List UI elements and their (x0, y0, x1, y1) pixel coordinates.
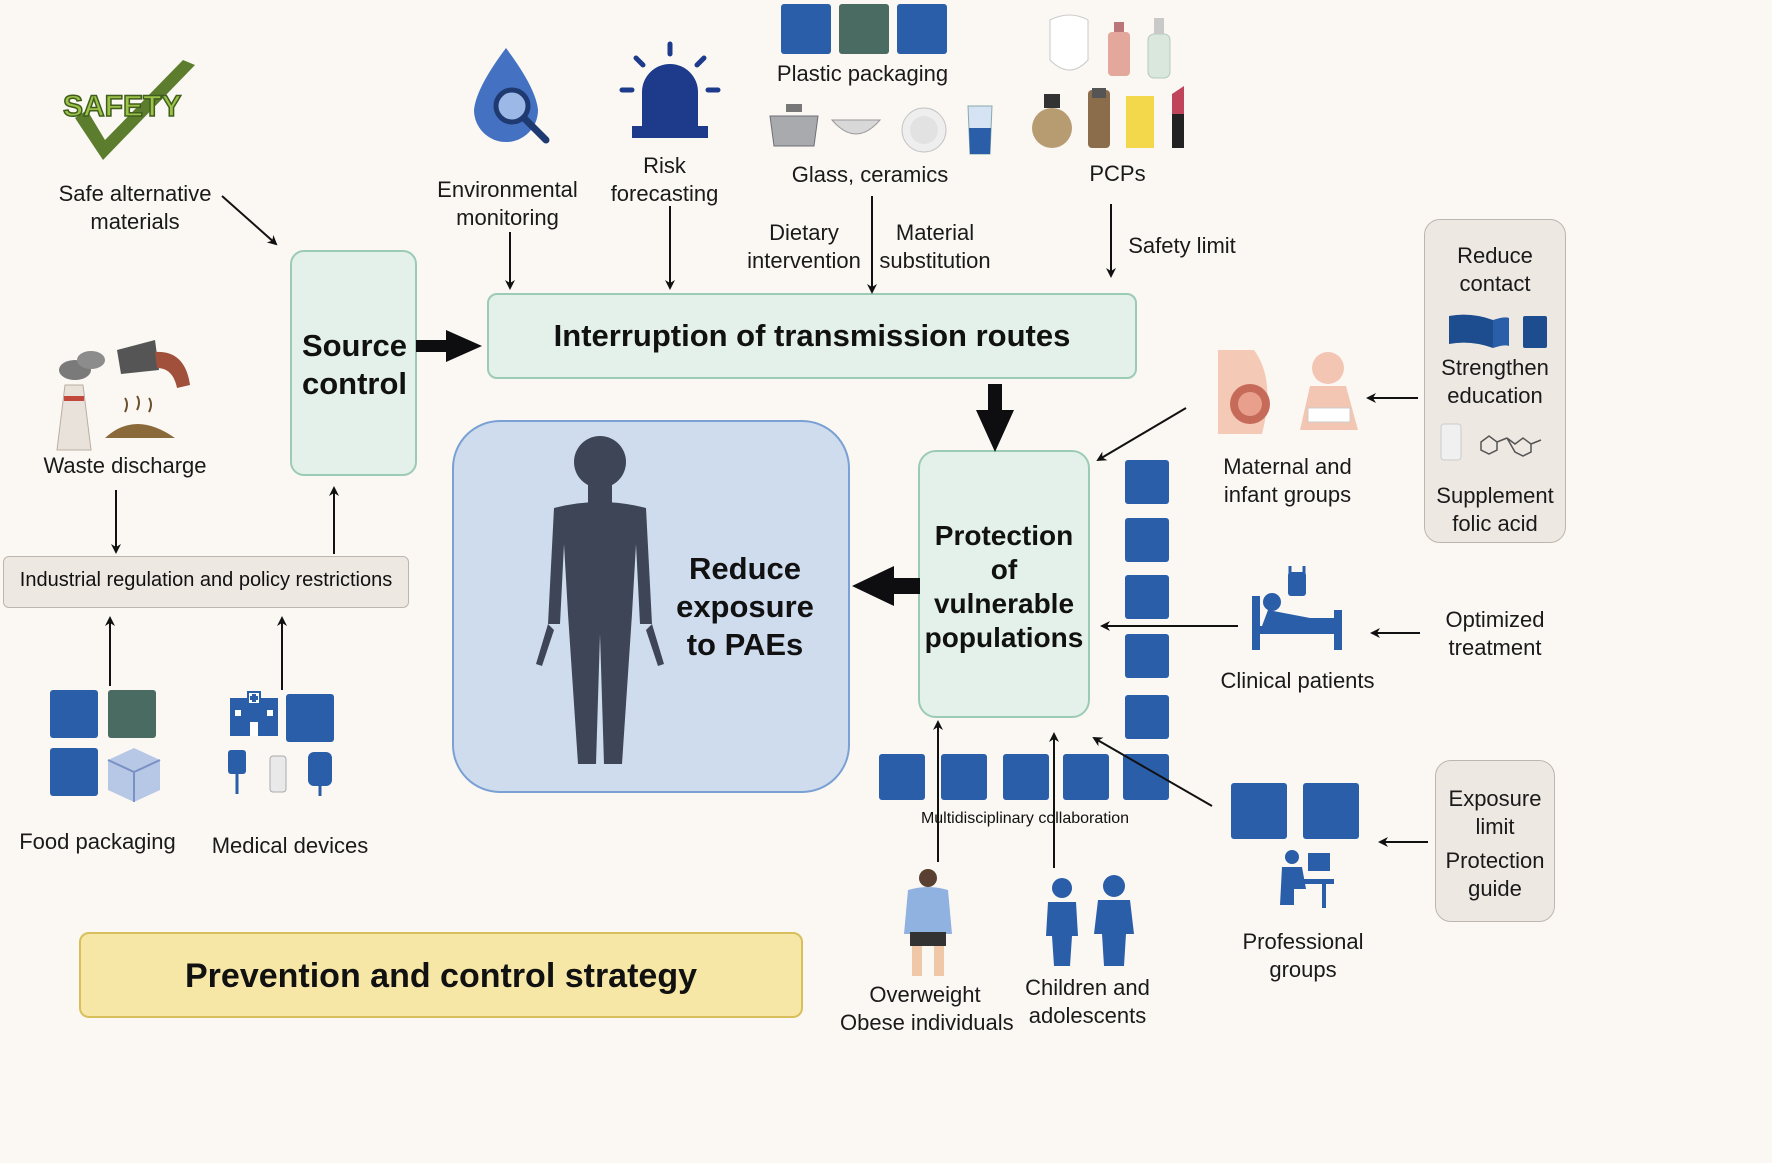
plastic-bottle-icon (897, 4, 947, 54)
arrow-interruption-to-protection (976, 384, 1014, 452)
children-icon (1046, 875, 1134, 966)
clinical-patients-label: Clinical patients (1220, 668, 1375, 693)
interruption-title: Interruption of transmission routes (553, 318, 1071, 353)
hospital-bed-icon (1252, 566, 1342, 650)
pcps-label: PCPs (1089, 161, 1146, 186)
orthopedics-icon (1125, 695, 1169, 739)
books-icon (1449, 314, 1547, 348)
hospital-icon (230, 691, 278, 736)
laboratory-icon (941, 754, 987, 800)
doctor-icon (1231, 783, 1287, 839)
office-worker-icon (1280, 850, 1334, 908)
safety-logo: SAFETY (55, 60, 205, 170)
fish-icon (108, 690, 156, 738)
nurse-icon (1303, 783, 1359, 839)
arrow-safe-alt-to-source (221, 195, 278, 246)
plastic-packaging-label: Plastic packaging (776, 61, 949, 86)
iv-drip-icon (286, 694, 334, 742)
obstetrics-icon (1125, 460, 1169, 504)
multidisciplinary-label: Multidisciplinary collaboration (920, 810, 1130, 827)
rehabilitation-icon (1123, 754, 1169, 800)
waste-discharge-label: Waste discharge (43, 453, 207, 478)
regulation-label: Industrial regulation and policy restric… (19, 569, 393, 591)
arrow-protection-to-center (852, 566, 920, 606)
maternal-infant-icon (1218, 350, 1358, 434)
surgery-tools-icon (1125, 518, 1169, 562)
ent-icon (879, 754, 925, 800)
medical-supplies-icon (228, 750, 332, 796)
safety-limit-label: Safety limit (1128, 233, 1236, 258)
factory-pollution-icon (56, 340, 190, 451)
pediatrics-icon (1125, 575, 1169, 619)
folic-acid-molecule-icon (1440, 423, 1542, 461)
footer-banner: Prevention and control strategy (79, 932, 803, 1018)
milk-carton-icon (50, 748, 98, 796)
food-packaging-label: Food packaging (19, 829, 176, 854)
footer-title: Prevention and control strategy (185, 957, 697, 995)
pcps-icons (1032, 14, 1184, 148)
cardiology-icon (1125, 634, 1169, 678)
glass-ceramics-icons (769, 104, 993, 155)
arrow-source-to-interruption (416, 330, 482, 362)
alarm-siren-icon (619, 41, 721, 138)
plastic-bottle-icon (50, 690, 98, 738)
interruption-box: Interruption of transmission routes (487, 293, 1137, 379)
pharmacy-icon (1003, 754, 1049, 800)
arrow-maternal-to-protection (1096, 407, 1187, 462)
water-drop-monitoring-icon (474, 48, 550, 144)
overweight-person-icon (904, 869, 952, 976)
safety-logo-text: SAFETY (62, 89, 182, 124)
fish-icon (839, 4, 889, 54)
glass-ceramics-label: Glass, ceramics (791, 162, 949, 187)
urology-icon (1063, 754, 1109, 800)
milk-carton-icon (781, 4, 831, 54)
checkmark-icon (75, 60, 195, 160)
medical-devices-label: Medical devices (211, 833, 369, 858)
human-silhouette-icon (536, 436, 664, 764)
box-icon (107, 748, 161, 802)
regulation-box: Industrial regulation and policy restric… (3, 556, 409, 608)
